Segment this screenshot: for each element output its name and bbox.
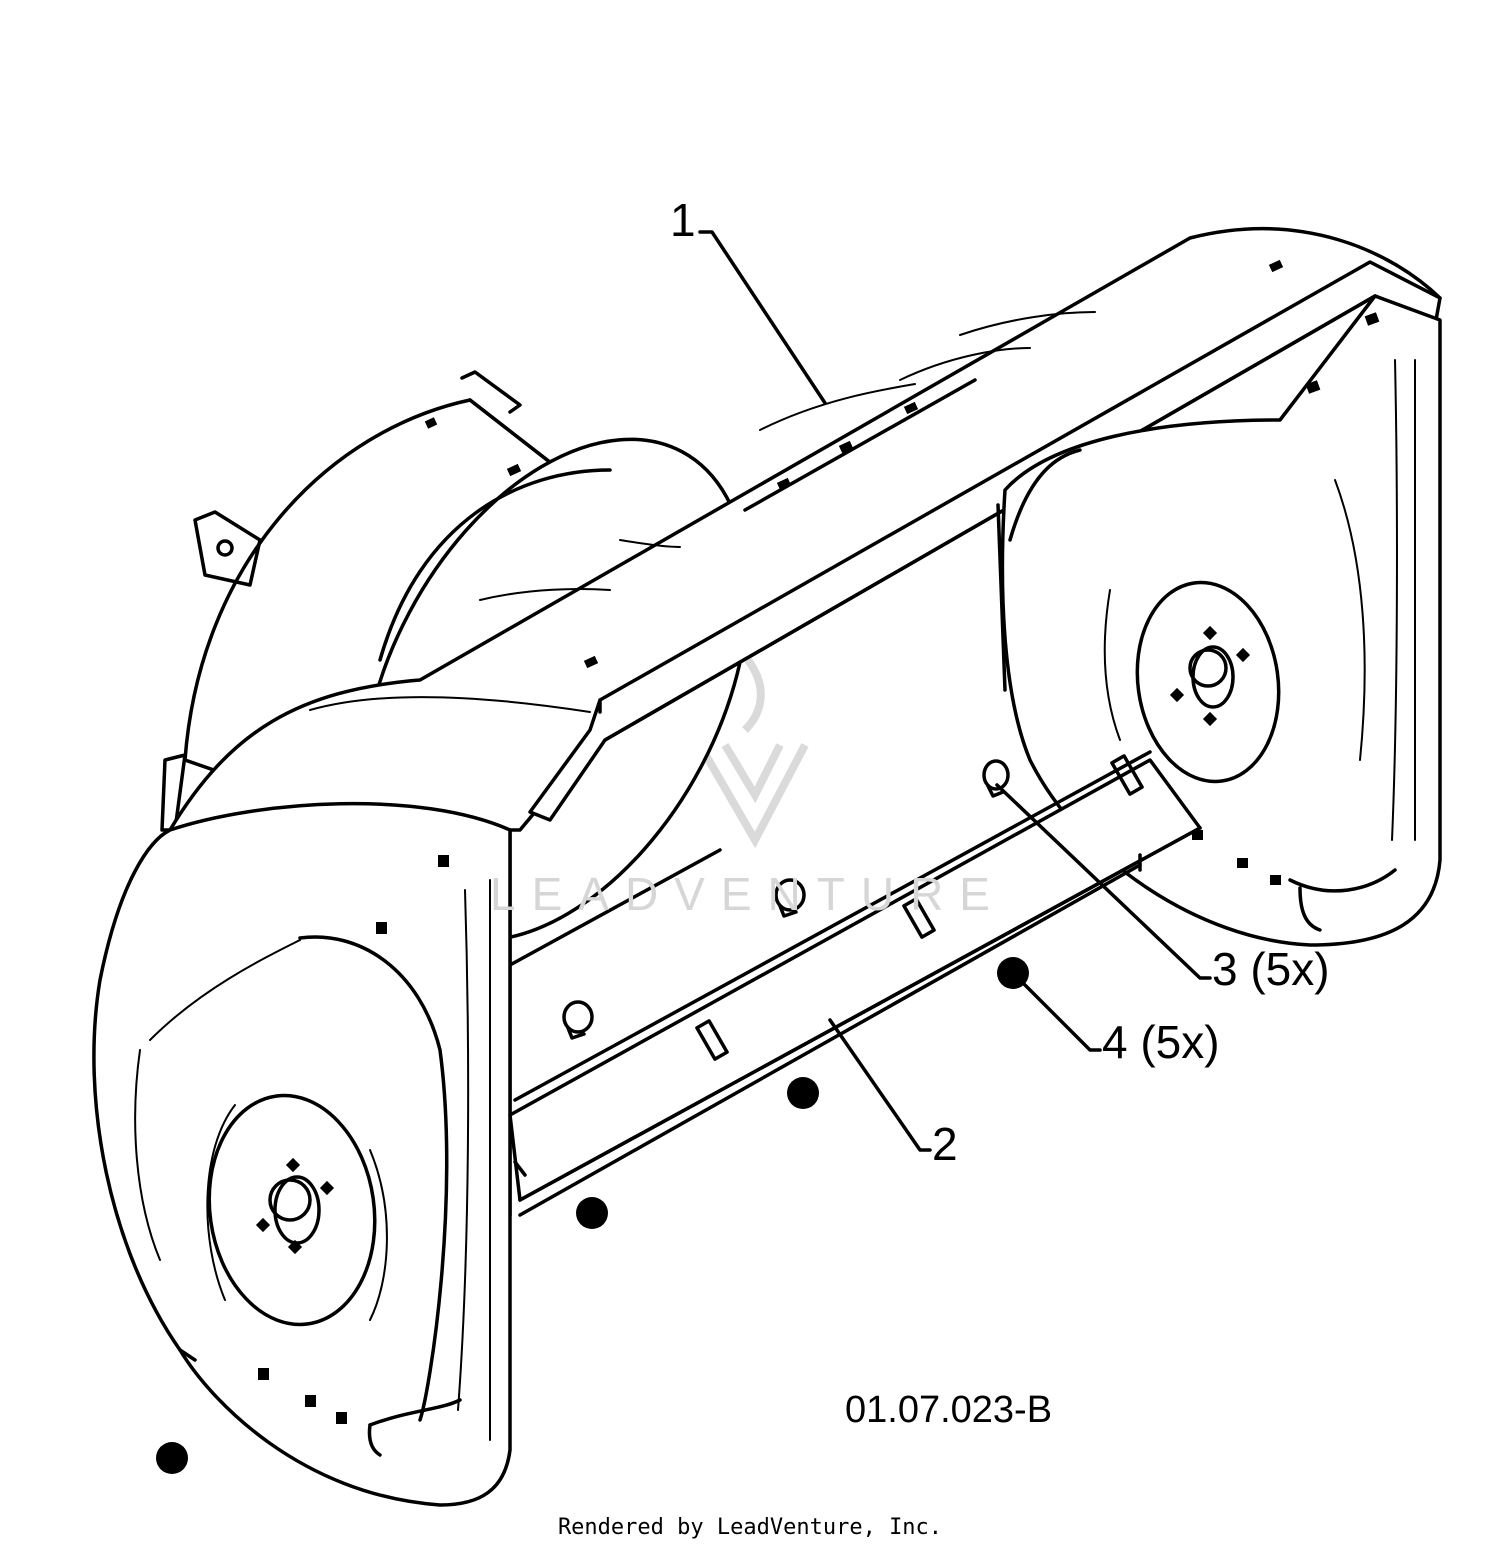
carriage-bolt xyxy=(562,1000,594,1040)
flange-nut xyxy=(576,1197,608,1229)
left-side-plate xyxy=(92,801,512,1507)
carriage-bolts xyxy=(562,759,1010,1040)
watermark-text: LEADVENTURE xyxy=(490,868,1006,920)
watermark-logo xyxy=(696,657,809,849)
housing-top-wrap xyxy=(168,226,1442,832)
leader-part3 xyxy=(995,783,1212,980)
front-top-flange xyxy=(528,260,1442,822)
leader-part4 xyxy=(1013,973,1102,1052)
callout-part4: 4 (5x) xyxy=(1102,1016,1220,1068)
scraper-bar xyxy=(508,750,1202,1217)
rear-side-plate xyxy=(160,370,562,832)
callout-part1: 1 xyxy=(670,194,696,246)
leader-part2 xyxy=(828,1018,932,1152)
carriage-bolt xyxy=(982,759,1010,798)
wrap-holes xyxy=(424,259,1284,669)
scraper-slots xyxy=(695,754,1144,1061)
callout-part2: 2 xyxy=(932,1118,958,1170)
diagram-code: 01.07.023-B xyxy=(845,1389,1052,1431)
leader-lines xyxy=(698,230,1212,1152)
carriage-bolt xyxy=(774,878,806,918)
footer-credit: Rendered by LeadVenture, Inc. xyxy=(558,1515,942,1540)
flange-nut xyxy=(787,1077,819,1109)
callout-part3: 3 (5x) xyxy=(1212,943,1330,995)
flange-nut xyxy=(156,1442,188,1474)
leader-part1 xyxy=(698,230,827,405)
left-hub-holes xyxy=(255,855,449,1424)
right-hub-holes xyxy=(1169,312,1380,885)
